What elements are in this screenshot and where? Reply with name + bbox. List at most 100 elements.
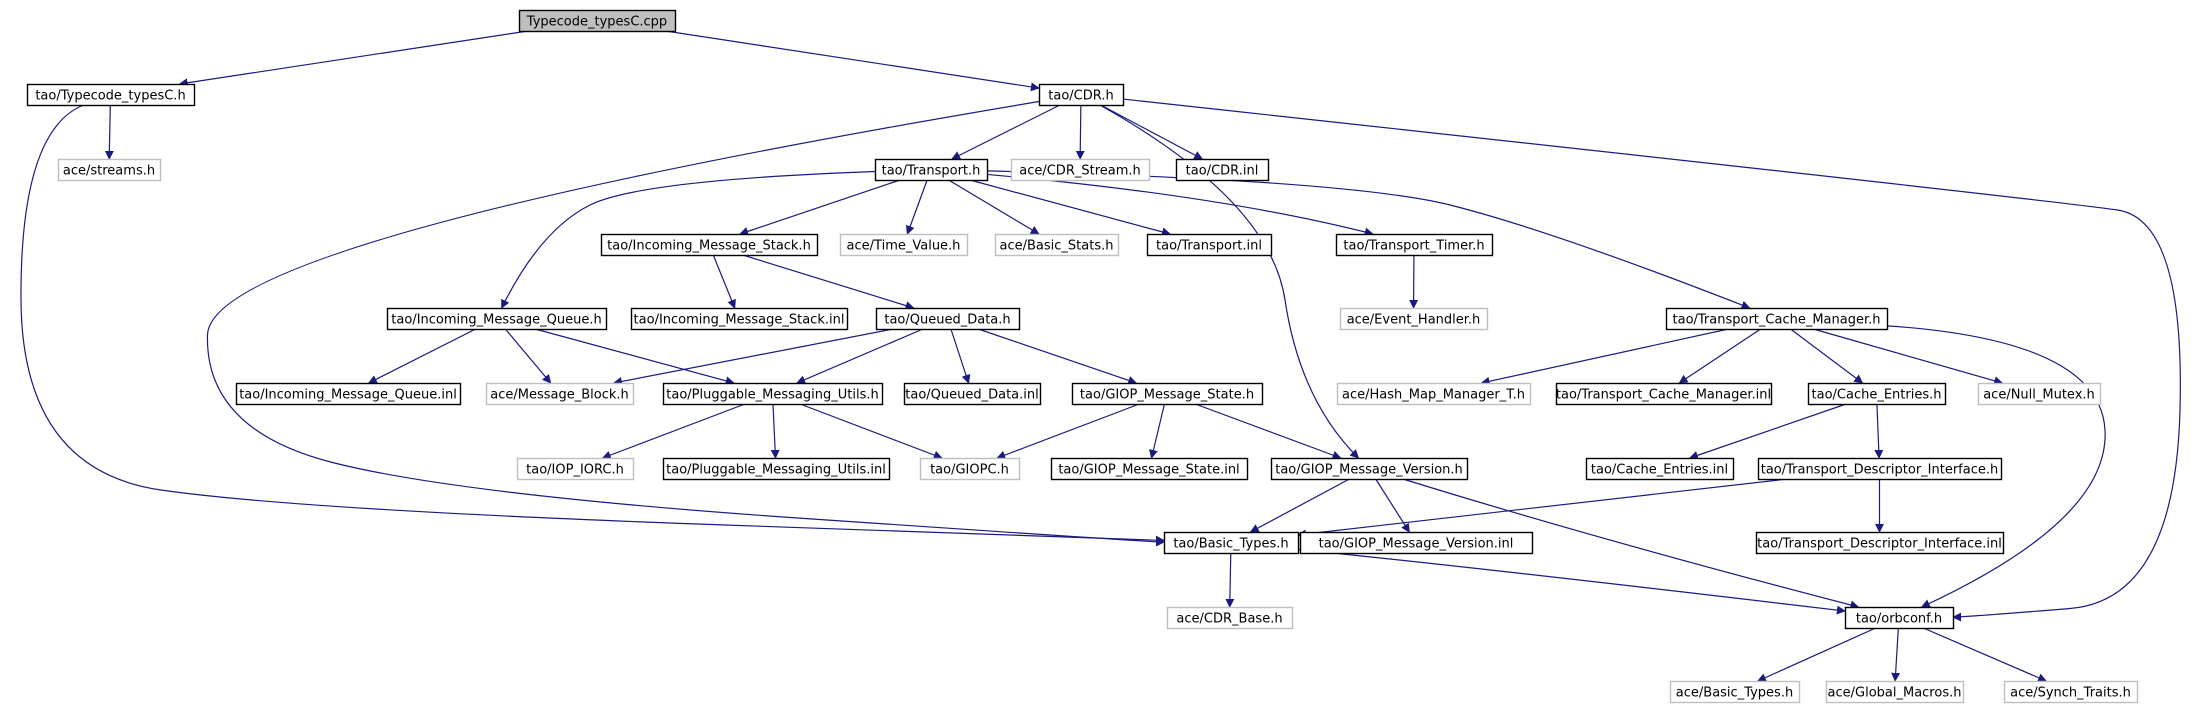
graph-node-root[interactable]: Typecode_typesC.cpp <box>518 9 677 33</box>
node-box <box>600 233 819 257</box>
edge-qd-to-qdinl <box>950 328 971 384</box>
edge-transport-to-ims <box>739 179 901 236</box>
node-label: ace/Synch_Traits.h <box>2010 686 2131 701</box>
node-box <box>1844 606 1955 630</box>
edge-tdi-to-bt <box>1297 478 1788 539</box>
graph-node-gmvinl[interactable]: tao/GIOP_Message_Version.inl <box>1299 531 1534 555</box>
node-label: tao/Cache_Entries.inl <box>1591 463 1728 478</box>
edge-gms-to-gmv <box>1195 403 1342 460</box>
edge-tcm-to-hmm <box>1480 328 1729 386</box>
node-label: ace/Event_Handler.h <box>1347 313 1481 328</box>
graph-node-pmuinl[interactable]: tao/Pluggable_Messaging_Utils.inl <box>662 457 891 481</box>
node-box <box>1071 382 1264 406</box>
graph-node-iop: tao/IOP_IORC.h <box>516 457 635 481</box>
node-box <box>1977 382 2102 406</box>
graph-node-tcm[interactable]: tao/Transport_Cache_Manager.h <box>1665 307 1889 331</box>
graph-node-ttimer[interactable]: tao/Transport_Timer.h <box>1335 233 1494 257</box>
graph-node-ims[interactable]: tao/Incoming_Message_Stack.h <box>600 233 819 257</box>
node-label: tao/Incoming_Message_Queue.inl <box>239 388 457 403</box>
edge-gmv-to-bt <box>1249 478 1350 533</box>
node-label: tao/Typecode_typesC.h <box>35 89 185 104</box>
node-label: tao/Queued_Data.h <box>884 313 1010 328</box>
graph-node-gmsinl[interactable]: tao/GIOP_Message_State.inl <box>1050 457 1249 481</box>
edge-cdrh-to-cdrinl <box>1100 104 1204 160</box>
graph-node-gms[interactable]: tao/GIOP_Message_State.h <box>1071 382 1264 406</box>
graph-node-tcminl[interactable]: tao/Transport_Cache_Manager.inl <box>1555 382 1773 406</box>
graph-node-gm: ace/Global_Macros.h <box>1825 680 1965 704</box>
edge-orbconf-to-acebt <box>1757 627 1876 682</box>
node-box <box>485 382 635 406</box>
edge-orbconf-to-gm <box>1891 627 1901 682</box>
edge-layer <box>20 30 2181 682</box>
edge-tcm-to-orbconf <box>1886 325 2106 608</box>
node-label: tao/IOP_IORC.h <box>526 463 624 478</box>
edge-tcm-to-nullmutex <box>1813 328 2004 386</box>
graph-node-gmv[interactable]: tao/GIOP_Message_Version.h <box>1270 457 1469 481</box>
edge-tch-to-bt <box>20 104 1165 545</box>
node-label: tao/Cache_Entries.h <box>1812 388 1942 403</box>
node-label: tao/Queued_Data.inl <box>905 388 1039 403</box>
edge-transport-to-transportinl <box>969 179 1171 237</box>
graph-node-bt[interactable]: tao/Basic_Types.h <box>1163 531 1300 555</box>
graph-node-streams: ace/streams.h <box>57 158 162 182</box>
graph-node-st: ace/Synch_Traits.h <box>2003 680 2139 704</box>
graph-node-tdi[interactable]: tao/Transport_Descriptor_Interface.h <box>1757 457 2003 481</box>
node-label: tao/CDR.h <box>1048 89 1113 104</box>
graph-node-cdrinl[interactable]: tao/CDR.inl <box>1175 158 1270 182</box>
graph-node-transport[interactable]: tao/Transport.h <box>874 158 989 182</box>
node-label: ace/Hash_Map_Manager_T.h <box>1342 388 1525 403</box>
edge-qd-to-mb <box>612 328 894 386</box>
graph-node-ceinl[interactable]: tao/Cache_Entries.inl <box>1585 457 1735 481</box>
edge-gms-to-giopc <box>996 403 1140 460</box>
node-box <box>1555 382 1773 406</box>
node-label: ace/Basic_Types.h <box>1676 686 1793 701</box>
graph-node-ce[interactable]: tao/Cache_Entries.h <box>1807 382 1947 406</box>
edge-imq-to-mb <box>504 328 552 384</box>
node-box <box>875 307 1021 331</box>
graph-node-imq[interactable]: tao/Incoming_Message_Queue.h <box>386 307 608 331</box>
node-label: ace/Null_Mutex.h <box>1983 388 2095 403</box>
graph-node-basicstats: ace/Basic_Stats.h <box>994 233 1120 257</box>
graph-node-tch[interactable]: tao/Typecode_typesC.h <box>26 83 196 107</box>
graph-node-cdrh[interactable]: tao/CDR.h <box>1038 83 1125 107</box>
edge-orbconf-to-st <box>1923 627 2047 682</box>
graph-node-imsinl[interactable]: tao/Incoming_Message_Stack.inl <box>630 307 849 331</box>
node-label: tao/Incoming_Message_Stack.h <box>607 239 811 254</box>
node-box <box>919 457 1021 481</box>
graph-node-acebt: ace/Basic_Types.h <box>1669 680 1801 704</box>
node-box <box>516 457 635 481</box>
node-box <box>994 233 1120 257</box>
graph-node-evh: ace/Event_Handler.h <box>1339 307 1489 331</box>
graph-node-qd[interactable]: tao/Queued_Data.h <box>875 307 1021 331</box>
node-label: ace/CDR_Base.h <box>1176 612 1282 627</box>
edge-cdrh-to-cdrstream <box>1075 104 1085 160</box>
graph-node-orbconf[interactable]: tao/orbconf.h <box>1844 606 1955 630</box>
graph-node-tdiinl[interactable]: tao/Transport_Descriptor_Interface.inl <box>1755 531 2005 555</box>
node-label: tao/GIOPC.h <box>930 463 1009 478</box>
edge-cdrh-to-orbconf <box>1122 98 2181 622</box>
node-label: tao/GIOP_Message_Version.inl <box>1319 537 1514 552</box>
edge-bt-to-orbconf <box>1297 548 1846 615</box>
edge-transport-to-basicstats <box>948 179 1040 235</box>
edge-imq-to-imqinl <box>367 328 476 384</box>
node-box <box>662 382 884 406</box>
edge-transport-to-tcm <box>986 170 1751 310</box>
graph-node-transportinl[interactable]: tao/Transport.inl <box>1146 233 1273 257</box>
edge-imq-to-pmu <box>534 328 735 386</box>
node-label: tao/CDR.inl <box>1186 164 1259 179</box>
edge-pmu-to-iop <box>601 403 746 460</box>
node-label: ace/Message_Block.h <box>490 388 629 403</box>
node-box <box>1669 680 1801 704</box>
node-box <box>839 233 969 257</box>
graph-node-qdinl[interactable]: tao/Queued_Data.inl <box>903 382 1042 406</box>
node-box <box>903 382 1042 406</box>
node-box <box>1175 158 1270 182</box>
edge-qd-to-pmu <box>796 328 924 384</box>
edge-ce-to-tdi <box>1874 403 1884 459</box>
node-label: tao/orbconf.h <box>1856 612 1942 627</box>
node-label: tao/Transport.inl <box>1156 239 1262 254</box>
graph-node-pmu[interactable]: tao/Pluggable_Messaging_Utils.h <box>662 382 884 406</box>
graph-node-imqinl[interactable]: tao/Incoming_Message_Queue.inl <box>235 382 462 406</box>
node-label: ace/Basic_Stats.h <box>1000 239 1114 254</box>
node-box <box>26 83 196 107</box>
